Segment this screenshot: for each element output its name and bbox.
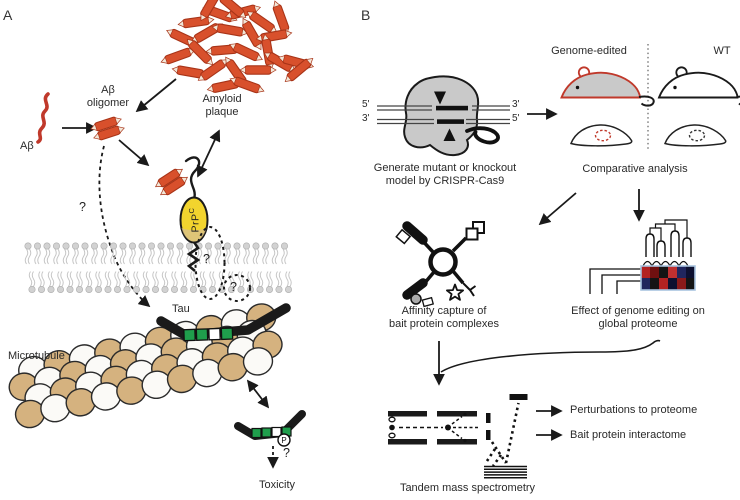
dna-3prime-top-right: 3' [512,99,520,110]
question-mark-membrane-oval: ? [203,252,210,266]
affinity-caption: Affinity capture of bait protein complex… [388,305,500,331]
microtubule-illustration [8,303,283,429]
tandem-caption: Tandem mass spectrometry [399,482,536,494]
dna-5prime-top-left: 5' [362,99,370,110]
proteome-caption: Effect of genome editing on global prote… [571,305,705,331]
membrane-bilayer [24,242,292,293]
dna-cut-segment-top [436,105,468,111]
question-mark-oligomer-path: ? [79,200,86,214]
question-mark-membrane-circle: ? [230,280,237,294]
phospho-tau: P [234,410,306,447]
abeta-oligomer [90,116,125,141]
wt-mouse [657,66,740,106]
tau-label: Tau [172,303,190,315]
amyloid-plaque-label: Amyloid plaque [202,93,242,119]
dna-5prime-bottom-right: 5' [512,113,520,124]
cut-site-arrowheads [434,91,456,141]
sgrna-tail [465,126,500,145]
tau-on-microtubule [156,303,291,342]
microtubule-label: Microtubule [8,350,65,362]
proteome-heatmap-icon [589,219,696,294]
mass-spectrometer-diagram [388,394,528,479]
amyloid-plaque [160,0,315,94]
toxicity-label: Toxicity [258,479,296,491]
comparative-to-affinity-arrow [538,192,577,226]
dna-strands [377,105,510,125]
question-mark-toxicity: ? [283,446,290,460]
prpc-bound-oligomer [154,168,189,196]
genome-edited-label: Genome-edited [551,45,627,57]
plaque-to-oligomer-arrow [135,78,177,113]
dna-cut-segment-bottom [437,119,464,124]
unknown-receptor-dashed-circle [223,274,251,302]
panel-a-art: P [8,0,315,469]
cas9-complex [403,75,480,157]
oligomer-to-tau-dashed-arrow [98,145,151,308]
panel-b-art [377,44,740,479]
wt-label: WT [713,45,731,57]
oligomer-plaque-double-arrow [196,129,221,178]
genome-edited-mouse [560,66,655,107]
heatmap-grid [641,266,695,290]
genome-edited-cell [570,124,633,147]
panel-b-label: B [361,7,371,23]
oligomer-prpc-linker [184,156,201,201]
perturbations-label: Perturbations to proteome [570,404,698,416]
unknown-receptor-dashed-oval [194,226,226,300]
comparative-caption: Comparative analysis [582,163,688,175]
wt-cell [664,124,727,147]
abeta-label: Aβ [20,140,34,152]
abeta-monomer [36,92,50,144]
prpc-label: PrPC [187,207,202,233]
svg-text:P: P [281,436,286,445]
panel-a-label: A [3,7,13,23]
phospho-badge: P [277,433,291,447]
converging-curve [440,339,661,373]
abeta-oligomer-label: Aβ oligomer [86,84,130,110]
affinity-capture-icon [395,221,485,308]
tau-detach-double-arrow [246,379,270,409]
interactome-label: Bait protein interactome [570,429,687,441]
generate-caption: Generate mutant or knockout model by CRI… [373,162,517,188]
oligomer-to-prpc-arrow [118,139,150,167]
dna-3prime-bottom-left: 3' [362,113,370,124]
